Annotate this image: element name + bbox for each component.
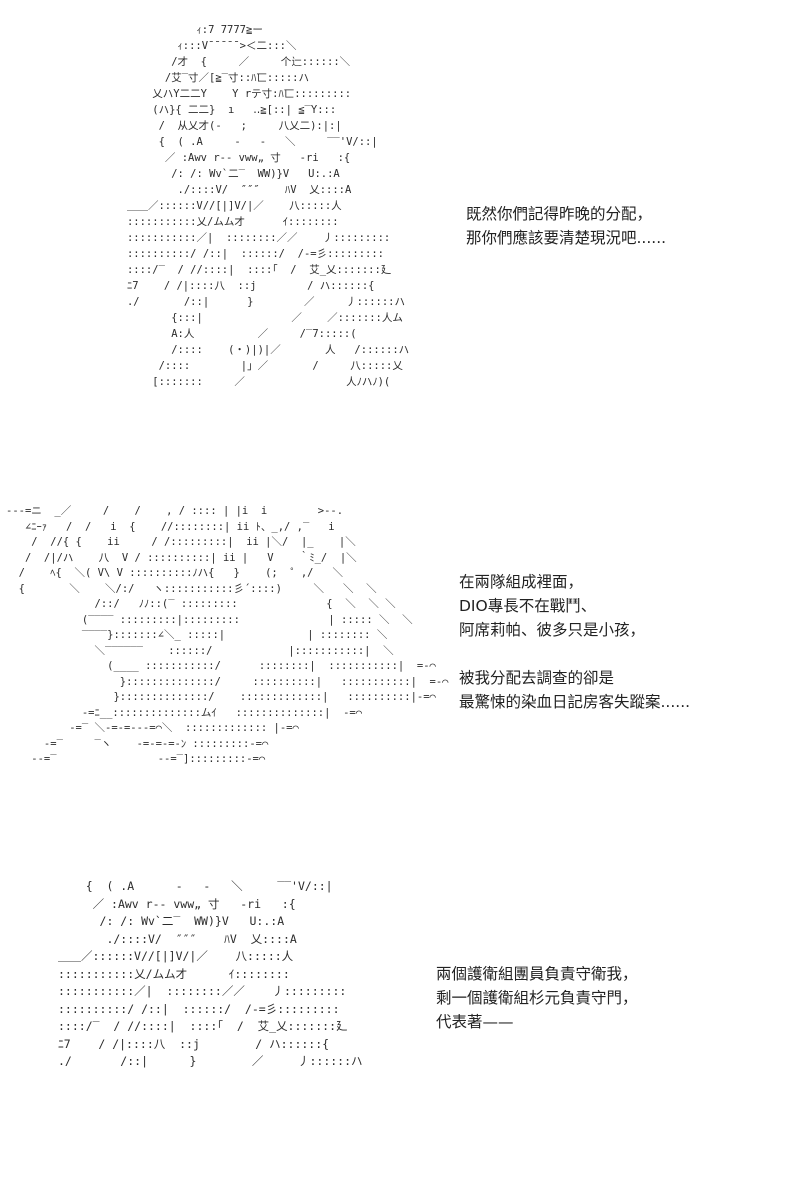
caption-line: 被我分配去調查的卻是 xyxy=(459,669,615,687)
caption-line: 既然你們記得昨晚的分配， xyxy=(466,205,653,223)
caption-line: 代表著—— xyxy=(436,1013,514,1031)
panel-1: ｨ:7 7777≧ー ｨ:::V¯¯¯¯¯>＜二:::＼ /才 { ／ 个辷::… xyxy=(0,0,800,470)
caption-1: 既然你們記得昨晚的分配， 那你們應該要清楚現況吧...... xyxy=(466,202,666,250)
caption-line: 兩個護衛組團員負責守衛我， xyxy=(436,965,638,983)
caption-line: 阿席莉帕、彼多只是小孩， xyxy=(459,621,646,639)
caption-2: 在兩隊組成裡面， DIO專長不在戰鬥、 阿席莉帕、彼多只是小孩， 被我分配去調查… xyxy=(459,570,690,714)
caption-line: 那你們應該要清楚現況吧...... xyxy=(466,229,667,247)
panel-3: { ( .A ‐ ‐ ＼ ‾‾'V/::| ／ :Awv r‐‐ vww„ 寸 … xyxy=(0,860,800,1160)
panel-2: ‐‐‐=ニ _／ / / , / :::: | |i i >‐‐. ∠ﾆｰｧ /… xyxy=(0,490,800,810)
caption-3: 兩個護衛組團員負責守衛我， 剩一個護衛組杉元負責守門， 代表著—— xyxy=(436,962,638,1034)
caption-line xyxy=(459,642,690,666)
ascii-art-character-crouching: ‐‐‐=ニ _／ / / , / :::: | |i i >‐‐. ∠ﾆｰｧ /… xyxy=(6,505,449,765)
ascii-art-character-portrait: ｨ:7 7777≧ー ｨ:::V¯¯¯¯¯>＜二:::＼ /才 { ／ 个辷::… xyxy=(126,24,410,388)
ascii-art-character-closeup: { ( .A ‐ ‐ ＼ ‾‾'V/::| ／ :Awv r‐‐ vww„ 寸 … xyxy=(58,879,363,1068)
caption-line: 剩一個護衛組杉元負責守門， xyxy=(436,989,638,1007)
caption-line: DIO專長不在戰鬥、 xyxy=(459,597,597,615)
caption-line: 最驚悚的染血日記房客失蹤案...... xyxy=(459,693,691,711)
caption-line: 在兩隊組成裡面， xyxy=(459,573,584,591)
